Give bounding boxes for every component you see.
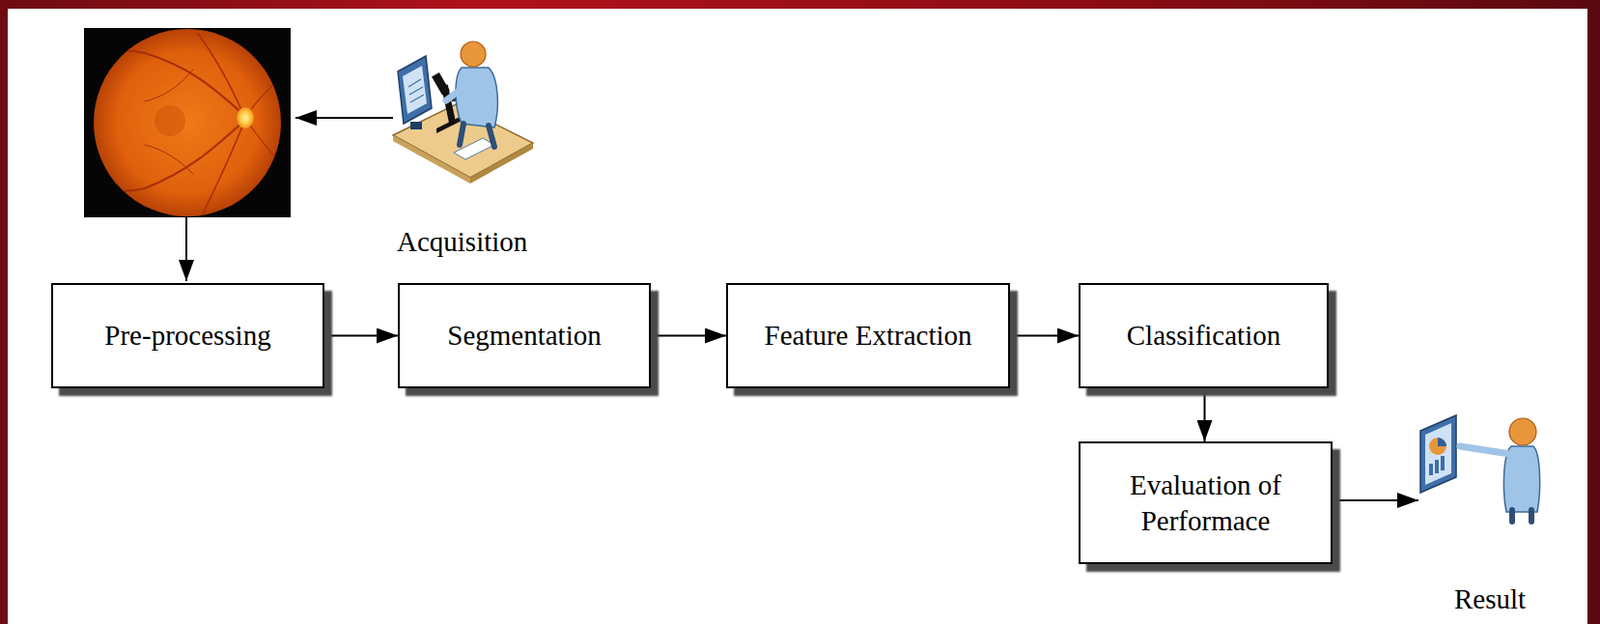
process-box: Classification — [1078, 282, 1329, 389]
box-label: Evaluation of Performace — [1090, 467, 1321, 538]
box-label: Segmentation — [447, 317, 601, 353]
box-label: Feature Extraction — [764, 317, 973, 353]
icon-caption: Result — [1454, 583, 1526, 616]
process-box: Feature Extraction — [726, 282, 1011, 389]
process-box: Evaluation of Performace — [1078, 441, 1333, 564]
acquisition-icon — [392, 41, 534, 184]
flow-arrow — [650, 335, 727, 337]
process-box: Pre-processing — [51, 282, 325, 389]
flow-arrow — [324, 335, 398, 337]
result-icon — [1420, 415, 1541, 522]
flow-arrow — [1010, 335, 1079, 337]
icon-caption: Acquisition — [396, 225, 528, 258]
acquisition-arrow — [295, 116, 393, 119]
fundus-image — [84, 28, 291, 218]
box-label: Classification — [1126, 317, 1281, 353]
result-arrow — [1337, 499, 1419, 502]
image-to-preprocessing-arrow — [185, 217, 188, 281]
process-box: Segmentation — [397, 282, 651, 389]
flow-arrow — [1204, 388, 1207, 442]
box-label: Pre-processing — [104, 317, 271, 353]
